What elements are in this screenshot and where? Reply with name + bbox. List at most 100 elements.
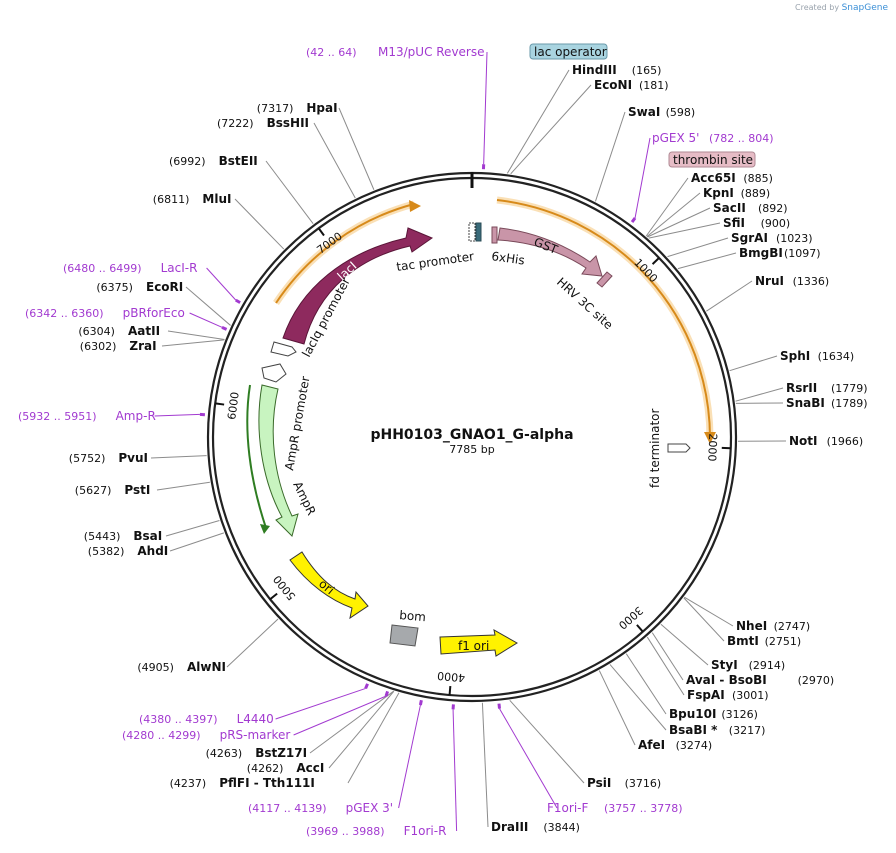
site-name[interactable]: RsrII — [786, 381, 817, 395]
tick-mark-5000 — [270, 594, 277, 600]
primer-range: (4117 .. 4139) — [248, 802, 327, 815]
center-label: pHH0103_GNAO1_G-alpha 7785 bp — [370, 427, 573, 456]
tick-mark-3000 — [637, 625, 643, 632]
site-name[interactable]: MluI — [202, 192, 231, 206]
fd-terminator-label: fd terminator — [648, 409, 662, 488]
6xhis-label: 6xHis — [491, 249, 526, 268]
site-leader-line — [329, 691, 394, 768]
site-position: (1779) — [831, 382, 868, 395]
primer-range: (3757 .. 3778) — [604, 802, 683, 815]
primer-name[interactable]: pGEX 5' — [652, 131, 699, 145]
site-leader-line — [168, 331, 225, 339]
site-leader-line — [511, 85, 591, 174]
site-name[interactable]: SphI — [780, 349, 810, 363]
site-name[interactable]: AlwNI — [187, 660, 226, 674]
site-name[interactable]: StyI — [711, 658, 738, 672]
primer-name[interactable]: L4440 — [237, 712, 274, 726]
site-position: (1097) — [784, 247, 821, 260]
site-name[interactable]: EcoRI — [146, 280, 183, 294]
site-name[interactable]: KpnI — [703, 186, 734, 200]
site-name[interactable]: PvuI — [118, 451, 148, 465]
site-position: (1023) — [776, 232, 813, 245]
primer-name[interactable]: Amp-R — [116, 409, 156, 423]
site-name[interactable]: SacII — [713, 201, 746, 215]
primer-leader-line — [399, 705, 421, 808]
site-name[interactable]: Acc65I — [691, 171, 736, 185]
site-name[interactable]: AatII — [128, 324, 160, 338]
site-leader-line — [266, 161, 313, 224]
site-name[interactable]: BsaI — [133, 529, 162, 543]
credit-prefix: Created by — [795, 3, 839, 12]
site-name[interactable]: PstI — [124, 483, 150, 497]
primer-name[interactable]: LacI-R — [161, 261, 198, 275]
site-leader-line — [736, 388, 783, 401]
primer-name[interactable]: pGEX 3' — [346, 801, 393, 815]
site-name[interactable]: SnaBI — [786, 396, 825, 410]
site-name[interactable]: AccI — [296, 761, 324, 775]
site-leader-line — [507, 70, 569, 173]
lacI-arrow — [283, 228, 432, 344]
site-name[interactable]: NruI — [755, 274, 784, 288]
site-name[interactable]: EcoNI — [594, 78, 632, 92]
thrombin-site-label: thrombin site — [673, 153, 753, 167]
ampr-promoter-arrow — [262, 364, 286, 382]
primer-mark — [499, 704, 500, 709]
site-position: (4905) — [137, 661, 174, 674]
bom-box — [390, 625, 418, 646]
primer-mark — [222, 327, 227, 329]
site-name[interactable]: BmtI — [727, 634, 759, 648]
tac-promoter-label: tac promoter — [395, 249, 474, 274]
site-position: (3274) — [676, 739, 713, 752]
site-position: (3844) — [543, 821, 580, 834]
site-name[interactable]: ZraI — [129, 339, 156, 353]
site-name[interactable]: AvaI - BsoBI — [686, 673, 767, 687]
site-position: (1634) — [818, 350, 855, 363]
ampr-label: AmpR — [290, 479, 318, 517]
site-position: (3126) — [721, 708, 758, 721]
site-name[interactable]: NheI — [736, 619, 767, 633]
site-name[interactable]: DraIII — [491, 820, 528, 834]
site-name[interactable]: BstEII — [219, 154, 258, 168]
site-leader-line — [510, 700, 584, 783]
site-position: (6992) — [169, 155, 206, 168]
site-name[interactable]: HpaI — [306, 101, 337, 115]
site-name[interactable]: Bpu10I — [669, 707, 716, 721]
site-name[interactable]: PsiI — [587, 776, 611, 790]
site-name[interactable]: BssHII — [267, 116, 309, 130]
site-name[interactable]: SfiI — [723, 216, 745, 230]
primer-name[interactable]: pRS-marker — [220, 728, 291, 742]
site-name[interactable]: AhdI — [137, 544, 168, 558]
tick-mark-4000 — [450, 686, 451, 695]
site-name[interactable]: NotI — [789, 434, 818, 448]
tick-mark-7000 — [319, 228, 324, 235]
site-position: (181) — [639, 79, 669, 92]
site-position: (885) — [743, 172, 773, 185]
site-leader-line — [599, 671, 635, 745]
primer-name[interactable]: F1ori-F — [547, 801, 588, 815]
primer-range: (3969 .. 3988) — [306, 825, 385, 838]
primer-mark — [420, 700, 421, 705]
primer-name[interactable]: pBRforEco — [123, 306, 185, 320]
site-leader-line — [647, 208, 710, 237]
site-name[interactable]: BstZ17I — [255, 746, 307, 760]
site-leader-line — [684, 597, 733, 626]
primer-name[interactable]: F1ori-R — [404, 824, 447, 838]
site-position: (900) — [761, 217, 791, 230]
site-position: (4237) — [170, 777, 207, 790]
site-position: (1789) — [831, 397, 868, 410]
site-position: (165) — [632, 64, 662, 77]
site-name[interactable]: HindIII — [572, 63, 617, 77]
site-name[interactable]: SgrAI — [731, 231, 768, 245]
site-name[interactable]: BsaBI * — [669, 723, 718, 737]
primer-leader-line — [207, 268, 236, 300]
snapgene-logo: SnapGene — [842, 3, 888, 13]
site-name[interactable]: FspAI — [687, 688, 725, 702]
snapgene-credit: Created by SnapGene — [795, 3, 888, 13]
site-name[interactable]: AfeI — [638, 738, 665, 752]
site-name[interactable]: SwaI — [628, 105, 660, 119]
site-name[interactable]: PflFI - Tth111I — [219, 776, 315, 790]
site-name[interactable]: BmgBI — [739, 246, 783, 260]
site-position: (6811) — [153, 193, 190, 206]
primer-name[interactable]: M13/pUC Reverse — [378, 45, 485, 59]
